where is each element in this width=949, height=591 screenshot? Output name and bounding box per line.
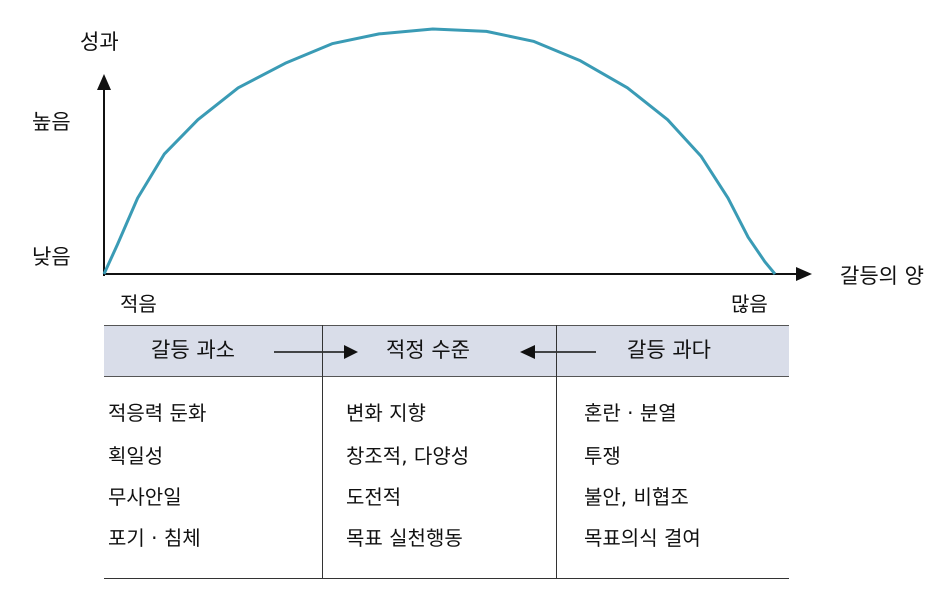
- header-optimal-level: 적정 수준: [386, 338, 470, 362]
- list-item: 무사안일: [108, 485, 182, 509]
- y-tick-high: 높음: [32, 110, 71, 134]
- list-item: 포기 · 침체: [108, 526, 201, 550]
- y-tick-low: 낮음: [32, 245, 71, 269]
- x-axis-title: 갈등의 양: [840, 264, 924, 288]
- list-item: 목표의식 결여: [584, 526, 701, 550]
- list-item: 획일성: [108, 444, 164, 468]
- column-divider-1: [322, 325, 323, 579]
- list-item: 혼란 · 분열: [584, 401, 677, 425]
- x-tick-low: 적음: [120, 292, 157, 316]
- performance-curve-chart: [97, 27, 812, 281]
- x-tick-high: 많음: [731, 292, 768, 316]
- column-divider-2: [556, 325, 557, 579]
- list-item: 도전적: [346, 485, 402, 509]
- list-item: 목표 실천행동: [346, 526, 463, 550]
- table-header-row: [104, 325, 789, 377]
- performance-curve-line: [102, 27, 777, 275]
- header-too-little-conflict: 갈등 과소: [151, 338, 235, 362]
- list-item: 불안, 비협조: [584, 485, 689, 509]
- x-axis-arrow: [796, 267, 812, 281]
- y-axis-title: 성과: [80, 30, 119, 54]
- list-item: 창조적, 다양성: [346, 444, 470, 468]
- list-item: 투쟁: [584, 444, 621, 468]
- table-bottom-line: [104, 578, 789, 579]
- y-axis-arrow: [97, 74, 111, 90]
- list-item: 변화 지향: [346, 401, 426, 425]
- header-too-much-conflict: 갈등 과다: [627, 338, 711, 362]
- list-item: 적응력 둔화: [108, 401, 207, 425]
